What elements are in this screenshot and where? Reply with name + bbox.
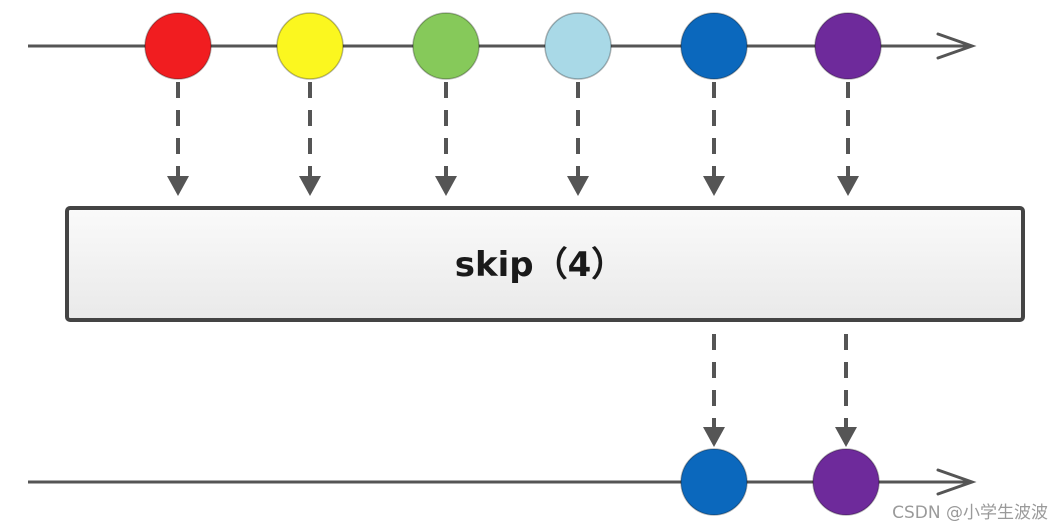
input-marble-2 [276,12,344,80]
input-arrow-4-head [567,176,589,196]
operator-box-rect [65,206,1025,322]
output-timeline-arrowhead [936,468,977,496]
output-arrow-2-head [835,427,857,447]
input-arrow-1 [167,82,189,196]
output-arrow-2 [835,334,857,447]
input-arrow-2 [299,82,321,196]
input-marble-6 [814,12,882,80]
input-arrow-6-head [837,176,859,196]
input-arrow-4 [567,82,589,196]
output-marble-2 [812,448,880,516]
input-arrow-5-head [703,176,725,196]
output-timeline [28,468,977,496]
input-timeline-arrowhead [936,32,977,60]
input-arrow-5 [703,82,725,196]
input-marbles [144,12,882,80]
output-marble-1 [680,448,748,516]
input-arrow-3-head [435,176,457,196]
input-arrow-1-head [167,176,189,196]
output-arrows [703,334,857,447]
operator-label: skip（4） [455,245,626,285]
input-arrow-6 [837,82,859,196]
output-arrow-1-head [703,427,725,447]
input-marble-1 [144,12,212,80]
input-arrow-3 [435,82,457,196]
input-arrows [167,82,859,196]
output-marbles [680,448,880,516]
input-arrow-2-head [299,176,321,196]
input-marble-5 [680,12,748,80]
watermark: CSDN @小学生波波 [892,503,1048,523]
operator-box: skip（4） [65,206,1025,322]
output-arrow-1 [703,334,725,447]
input-marble-4 [544,12,612,80]
input-marble-3 [412,12,480,80]
